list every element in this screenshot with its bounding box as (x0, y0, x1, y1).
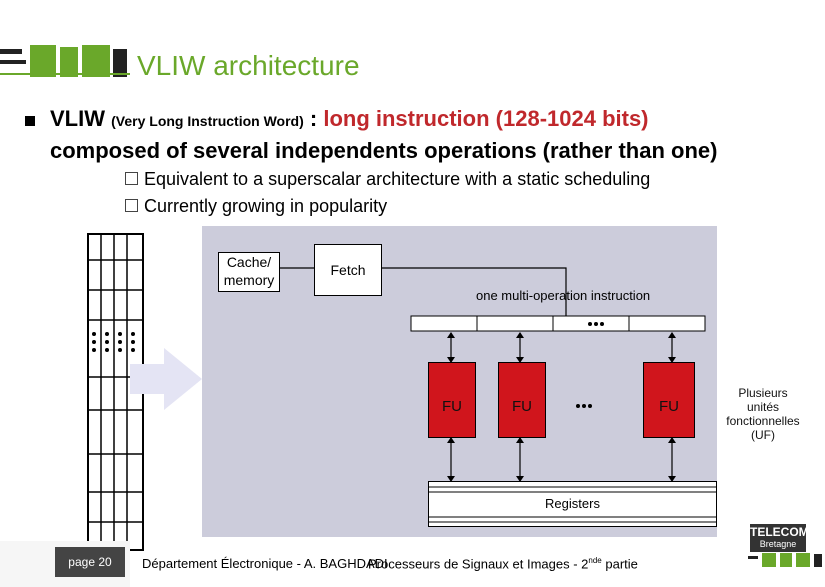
subbullet-2-text: Currently growing in popularity (144, 196, 388, 216)
side-note: Plusieurs unités fonctionnelles (UF) (726, 386, 800, 442)
telecom-logo-mark (748, 553, 822, 567)
footer-course-sup: nde (588, 556, 602, 565)
subbullet-1: Equivalent to a superscalar architecture… (125, 169, 650, 190)
subbullet-2: Currently growing in popularity (125, 196, 387, 217)
telecom-brand-top: TELECOM (750, 524, 809, 539)
cache-memory-box: Cache/ memory (218, 252, 280, 292)
school-logo-top (0, 45, 130, 77)
bullet-main-line1: VLIW (Very Long Instruction Word) : long… (50, 106, 649, 132)
checkbox-square-icon (125, 199, 138, 213)
bullet-highlight: long instruction (128-1024 bits) (323, 106, 649, 131)
instruction-label: one multi-operation instruction (476, 288, 651, 303)
bullet-main-line2: composed of several independents operati… (50, 138, 718, 163)
fetch-box: Fetch (314, 244, 382, 296)
footer-course-pre: Processeurs de Signaux et Images - 2 (368, 556, 589, 572)
cache-memory-label: Cache/ memory (223, 254, 275, 288)
bullet-lead: VLIW (50, 106, 105, 131)
registers-label: Registers (545, 496, 600, 511)
bullet-colon: : (309, 106, 318, 131)
flow-arrow-icon (130, 348, 202, 410)
footer-author: Département Électronique - A. BAGHDADI (142, 556, 388, 571)
functional-unit-3: FU (643, 362, 695, 438)
footer-course-post: partie (601, 556, 638, 572)
telecom-logo: TELECOM Bretagne (748, 524, 825, 584)
fu-2-label: FU (512, 398, 532, 415)
functional-unit-1: FU (428, 362, 476, 438)
fu-3-label: FU (659, 398, 679, 415)
slide-title: VLIW architecture (137, 50, 360, 81)
fetch-label: Fetch (330, 262, 366, 278)
footer-course: Processeurs de Signaux et Images - 2nde … (368, 556, 638, 571)
fu-1-label: FU (442, 398, 462, 415)
functional-unit-2: FU (498, 362, 546, 438)
checkbox-square-icon (125, 172, 138, 186)
bullet-paren: (Very Long Instruction Word) (111, 113, 304, 129)
subbullet-1-text: Equivalent to a superscalar architecture… (144, 169, 651, 189)
page-number: page 20 (55, 547, 125, 577)
bullet-square-icon (25, 116, 35, 126)
registers-block (428, 481, 717, 527)
telecom-brand-bottom: Bretagne (750, 539, 806, 552)
diagram-wires (280, 267, 706, 482)
